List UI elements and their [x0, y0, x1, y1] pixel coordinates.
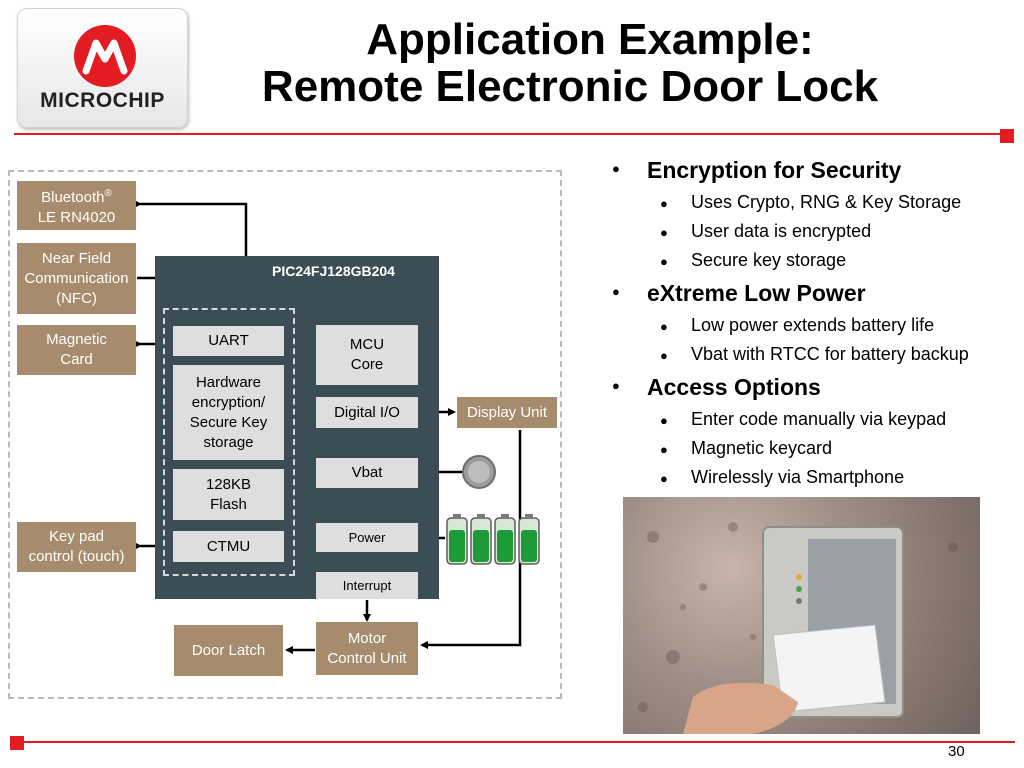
- door-lock-photo: [623, 497, 980, 734]
- bullet-item: Vbat with RTCC for battery backup: [691, 344, 969, 364]
- keypad-label-1: Key pad: [48, 528, 105, 545]
- bullet-item: Magnetic keycard: [691, 438, 833, 458]
- bullet-dot: ●: [660, 471, 668, 486]
- motor-label-1: Motor: [347, 629, 387, 647]
- hw-label-1: Hardware: [195, 373, 261, 391]
- keypad-box: Key pad control (touch): [17, 522, 136, 572]
- bullet-dot: ●: [660, 413, 668, 428]
- bluetooth-label-2: LE RN4020: [37, 208, 116, 226]
- magnetic-label-1: Magnetic: [46, 331, 107, 348]
- security-block-group: [163, 308, 295, 576]
- motor-label-2: Control Unit: [327, 649, 407, 667]
- rechargeable-batteries-icon: [446, 514, 540, 565]
- mcu-core-block: MCU Core: [316, 325, 418, 385]
- bullet-heading: eXtreme Low Power: [647, 280, 866, 306]
- nfc-label-1: Near Field: [41, 249, 112, 267]
- bottom-rule-square: [10, 736, 24, 750]
- bullet-dot: ●: [660, 196, 668, 211]
- bullet-dot: ●: [612, 378, 620, 393]
- bullet-item: User data is encrypted: [691, 221, 872, 241]
- nfc-label-2: Communication: [24, 269, 129, 287]
- page-number: 30: [948, 743, 965, 760]
- motor-control-box: Motor Control Unit: [316, 622, 418, 675]
- arrow-supply-motor: [420, 430, 522, 649]
- title-line-2: Remote Electronic Door Lock: [261, 62, 879, 111]
- bluetooth-box: Bluetooth® LE RN4020: [17, 181, 136, 230]
- bullet-item: Enter code manually via keypad: [691, 409, 947, 429]
- display-unit-box: Display Unit: [457, 397, 557, 428]
- flash-label-2: Flash: [210, 495, 247, 513]
- flash-label-1: 128KB: [205, 475, 252, 493]
- interrupt-block: Interrupt: [316, 572, 418, 599]
- hw-label-2: encryption/: [191, 393, 266, 411]
- bullet-dot: ●: [660, 254, 668, 269]
- vbat-block: Vbat: [316, 458, 418, 488]
- mcu-part-number: PIC24FJ128GB204: [272, 263, 395, 279]
- bullet-heading: Access Options: [647, 374, 821, 400]
- bluetooth-registered: ®: [104, 187, 112, 199]
- bluetooth-label-1: Bluetooth: [41, 188, 105, 206]
- magnetic-label-2: Card: [60, 351, 93, 368]
- magnetic-card-box: Magnetic Card: [17, 325, 136, 375]
- bullet-dot: ●: [660, 442, 668, 457]
- top-rule: [14, 133, 1004, 135]
- hw-label-3: Secure Key: [189, 413, 268, 431]
- bullet-dot: ●: [612, 161, 620, 176]
- mcu-core-label-2: Core: [350, 356, 384, 373]
- bullet-item: Low power extends battery life: [691, 315, 935, 335]
- uart-block: UART: [173, 326, 284, 356]
- slide-title: Application Example: Remote Electronic D…: [190, 16, 990, 110]
- nfc-box: Near Field Communication (NFC): [17, 243, 136, 314]
- diagram-frame: [8, 170, 562, 699]
- keypad-label-2: control (touch): [28, 548, 125, 565]
- nfc-label-3: (NFC): [56, 289, 97, 307]
- bullet-item: Uses Crypto, RNG & Key Storage: [691, 192, 962, 212]
- door-latch-box: Door Latch: [174, 625, 283, 676]
- microchip-logo: MICROCHIP: [17, 8, 188, 128]
- bullet-dot: ●: [660, 225, 668, 240]
- top-rule-square: [1000, 129, 1014, 143]
- hardware-encryption-block: Hardware encryption/ Secure Key storage: [173, 365, 284, 460]
- keycard-reader-illustration: [638, 522, 958, 734]
- bullet-heading: Encryption for Security: [647, 157, 902, 183]
- power-block: Power: [316, 523, 418, 552]
- mcu-core-label-1: MCU: [349, 336, 385, 353]
- flash-block: 128KB Flash: [173, 469, 284, 520]
- bottom-rule: [22, 741, 1015, 743]
- bullet-item: Secure key storage: [691, 250, 847, 270]
- hw-label-4: storage: [203, 433, 254, 451]
- title-line-1: Application Example:: [366, 15, 814, 64]
- bullet-item: Wirelessly via Smartphone: [691, 467, 905, 487]
- digital-io-block: Digital I/O: [316, 397, 418, 428]
- microchip-logo-mark-icon: [74, 25, 136, 87]
- bullet-dot: ●: [660, 348, 668, 363]
- coin-cell-battery-icon: [462, 455, 496, 489]
- bullet-dot: ●: [612, 284, 620, 299]
- microchip-m-icon: [82, 39, 128, 75]
- bullet-dot: ●: [660, 319, 668, 334]
- ctmu-block: CTMU: [173, 531, 284, 562]
- logo-wordmark: MICROCHIP: [40, 89, 165, 112]
